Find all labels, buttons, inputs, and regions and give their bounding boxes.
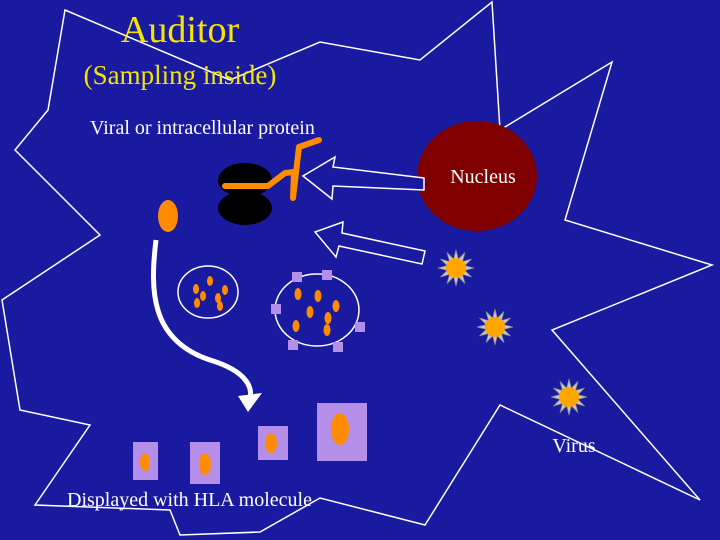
virus-icon (550, 378, 588, 416)
arrow-to-vesicle (313, 220, 426, 265)
virus-icon (476, 308, 514, 346)
virus-label: Virus (552, 435, 595, 457)
display-label: Displayed with HLA molecule (67, 489, 312, 511)
peptide (158, 200, 178, 232)
protein-label: Viral or intracellular protein (90, 117, 315, 139)
small-vesicle (177, 265, 239, 319)
slide-title: Auditor (121, 9, 240, 51)
transport-arrowhead-icon (238, 393, 262, 412)
hla-molecule (258, 426, 288, 460)
hla-vesicle (271, 270, 365, 352)
nucleus (417, 121, 537, 231)
arrow-to-ribosome (301, 155, 425, 201)
transport-arrow (150, 239, 253, 399)
nucleus-label: Nucleus (450, 166, 516, 188)
slide-subtitle: (Sampling inside) (84, 60, 277, 90)
hla-molecule (190, 442, 220, 484)
hla-molecule (133, 442, 158, 480)
virus-icon (437, 249, 475, 287)
hla-molecule (317, 403, 367, 461)
protein-strand-icon (222, 137, 322, 201)
ribosome (218, 163, 272, 225)
